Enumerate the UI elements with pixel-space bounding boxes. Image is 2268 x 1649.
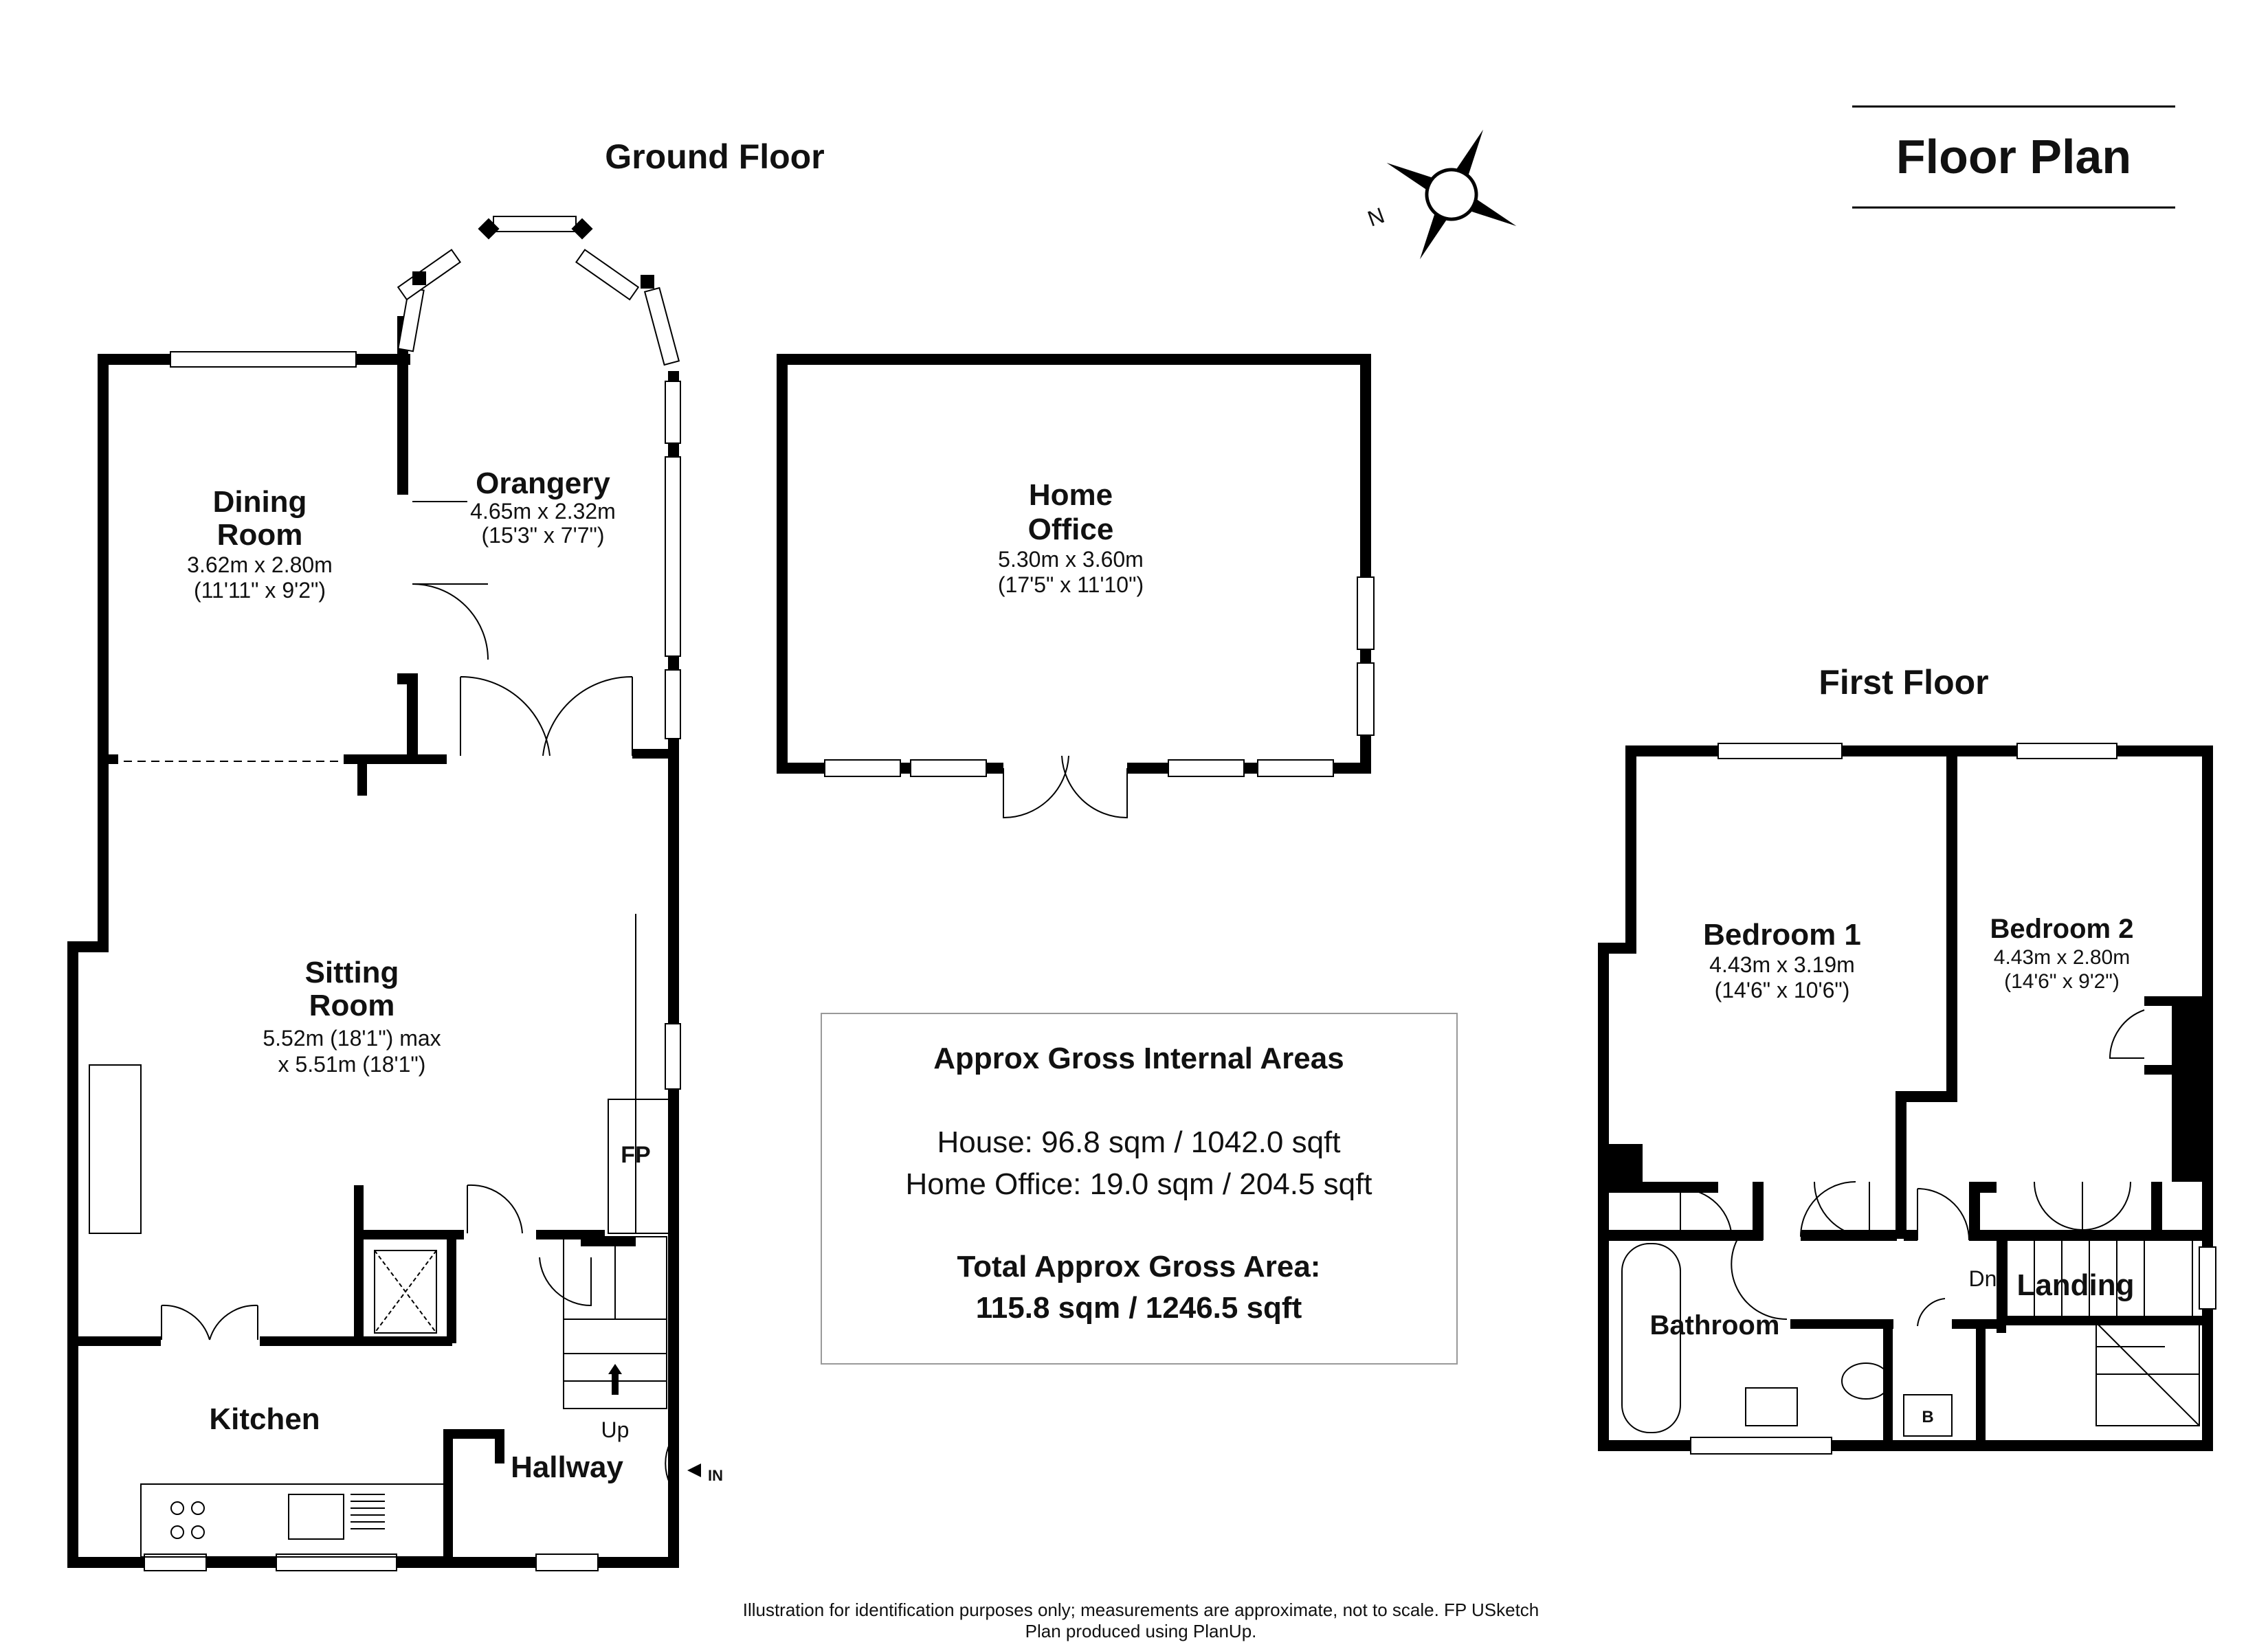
- room-dimension-metric: 4.65m x 2.32m: [470, 499, 616, 524]
- areas-title: Approx Gross Internal Areas: [933, 1042, 1344, 1075]
- room-sitting: Sitting Room 5.52m (18'1") max x 5.51m (…: [263, 956, 441, 1077]
- areas-box: Approx Gross Internal Areas House: 96.8 …: [821, 1013, 1458, 1365]
- page-title: Floor Plan: [1896, 130, 2131, 183]
- ground-floor-heading: Ground Floor: [605, 137, 824, 176]
- areas-total-value: 115.8 sqm / 1246.5 sqft: [976, 1291, 1302, 1325]
- room-dimension-metric: 3.62m x 2.80m: [187, 552, 333, 577]
- room-name: Bedroom 2: [1990, 914, 2134, 944]
- room-dimension-imperial: (14'6" x 10'6"): [1715, 978, 1850, 1002]
- footer-disclaimer: Illustration for identification purposes…: [743, 1600, 1539, 1620]
- room-bedroom-2: Bedroom 2 4.43m x 2.80m (14'6" x 9'2"): [1990, 914, 2134, 993]
- room-bedroom-1: Bedroom 1 4.43m x 3.19m (14'6" x 10'6"): [1703, 918, 1861, 1002]
- room-dimension-metric: 4.43m x 2.80m: [1994, 946, 2130, 969]
- areas-house: House: 96.8 sqm / 1042.0 sqft: [937, 1125, 1340, 1159]
- footer-credit: Plan produced using PlanUp.: [1025, 1621, 1257, 1641]
- room-dimension-line: x 5.51m (18'1"): [278, 1052, 426, 1077]
- compass-north-label: N: [1364, 203, 1388, 232]
- room-bathroom: Bathroom: [1650, 1310, 1780, 1340]
- room-name: Sitting: [305, 956, 399, 989]
- entrance-label: IN: [708, 1467, 723, 1484]
- room-home-office: Home Office 5.30m x 3.60m (17'5" x 11'10…: [998, 478, 1144, 597]
- room-name: Dining: [213, 485, 307, 519]
- room-dimension-imperial: (15'3" x 7'7"): [481, 523, 604, 548]
- stairs-down-label: Dn: [1969, 1266, 1997, 1291]
- room-dimension-line: 5.52m (18'1") max: [263, 1026, 441, 1051]
- room-landing: Landing: [2016, 1268, 2134, 1302]
- areas-office: Home Office: 19.0 sqm / 204.5 sqft: [905, 1167, 1372, 1201]
- room-name: Bedroom 1: [1703, 918, 1861, 952]
- room-orangery: Orangery 4.65m x 2.32m (15'3" x 7'7"): [470, 467, 616, 548]
- room-dining: Dining Room 3.62m x 2.80m (11'11" x 9'2"…: [187, 485, 333, 603]
- room-name: Home: [1029, 478, 1113, 512]
- room-hallway: Hallway: [511, 1450, 623, 1484]
- compass-icon: [1386, 129, 1517, 260]
- room-dimension-imperial: (11'11" x 9'2"): [194, 578, 326, 603]
- first-floor-heading: First Floor: [1819, 663, 1988, 702]
- room-name: Orangery: [476, 467, 610, 500]
- room-name: Room: [217, 518, 303, 552]
- areas-total-label: Total Approx Gross Area:: [957, 1250, 1321, 1283]
- ground-floor-windows: [144, 216, 681, 1571]
- room-name: Room: [309, 989, 395, 1022]
- first-floor-windows: [1690, 743, 2216, 1455]
- first-floor-fittings: [1621, 1009, 2200, 1437]
- title-block: Floor Plan: [1852, 105, 2175, 209]
- room-kitchen: Kitchen: [209, 1402, 320, 1436]
- room-dimension-metric: 4.43m x 3.19m: [1709, 952, 1855, 977]
- room-dimension-metric: 5.30m x 3.60m: [998, 547, 1144, 572]
- room-dimension-imperial: (14'6" x 9'2"): [2004, 970, 2120, 993]
- boiler-label: B: [1922, 1408, 1933, 1426]
- first-floor-walls: [1598, 745, 2213, 1451]
- fireplace-label: FP: [621, 1142, 650, 1168]
- room-name: Office: [1028, 513, 1114, 546]
- home-office-walls: [777, 354, 1375, 819]
- room-dimension-imperial: (17'5" x 11'10"): [998, 572, 1144, 597]
- ground-floor-doors: [89, 501, 701, 1558]
- stairs-up-label: Up: [601, 1417, 630, 1442]
